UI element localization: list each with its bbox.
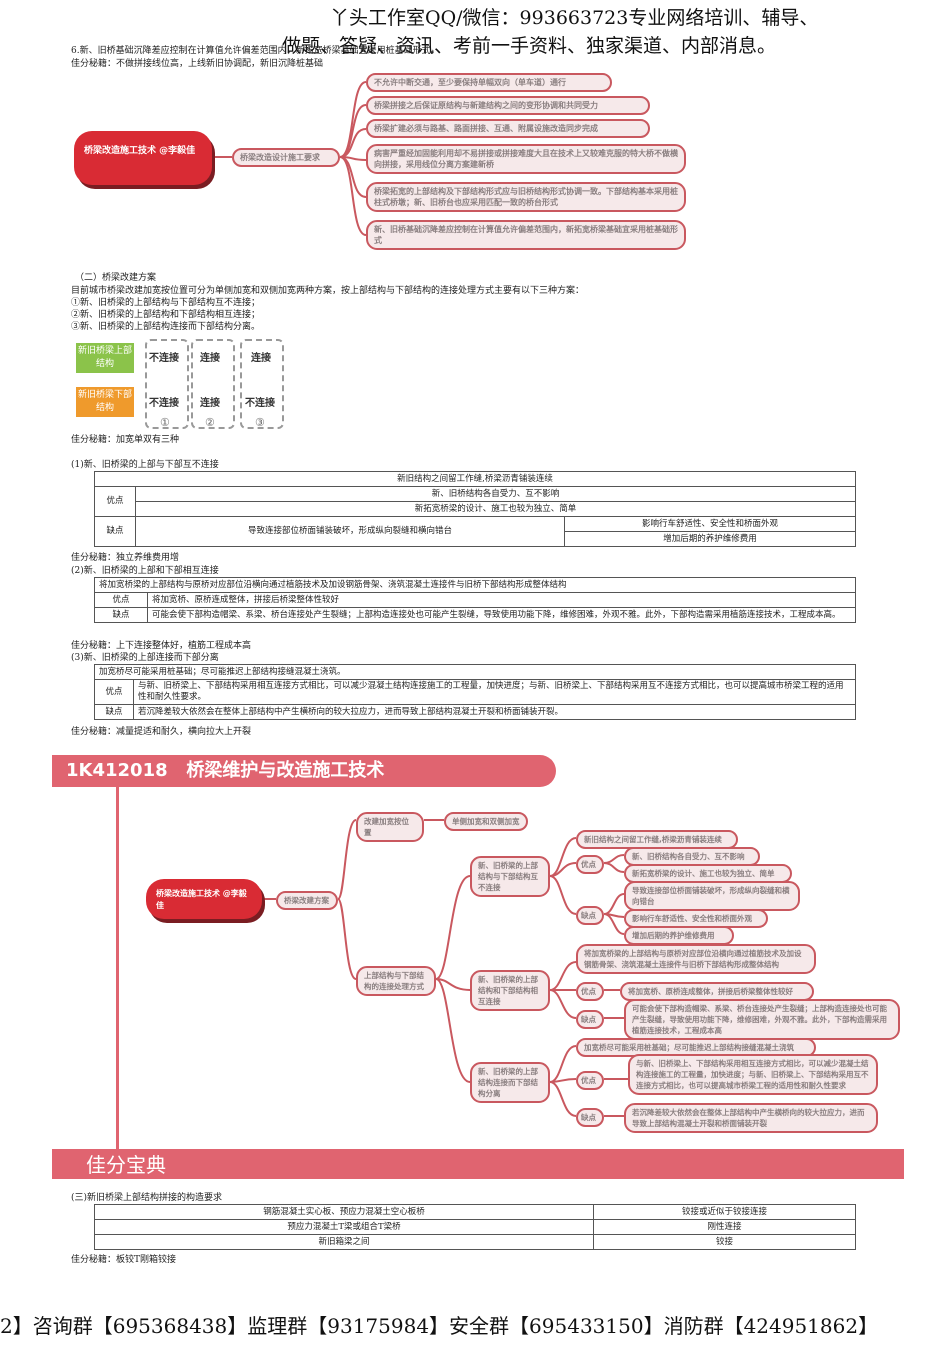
plan-1-tip: 佳分秘籍：独立养维费用增 [71, 553, 180, 563]
mindmap-2-opt2-dis1: 可能会使下部构造帽梁、系梁、桥台连接处产生裂缝；上部构造连接处也可能产生裂缝，导… [624, 999, 900, 1040]
scheme-box-top: 连接 [251, 353, 271, 364]
mindmap-2-opt2: 新、旧桥梁的上部结构和下部结构相互连接 [470, 970, 550, 1011]
mindmap-1-branch: 桥梁改造设计施工要求 [232, 148, 340, 167]
mindmap-2-opt3-dis1: 若沉降差较大依然会在整体上部结构中产生横桥向的较大拉应力，进而导致上部结构混凝土… [624, 1103, 878, 1133]
plan-2-title: (2)新、旧桥梁的上部和下部相互连接 [71, 566, 219, 576]
mindmap-2-opt3-adv: 优点 [576, 1071, 604, 1090]
section-2-title: （二）桥梁改建方案 [75, 273, 157, 283]
mindmap-1-leaf: 不允许中断交通，至少要保持单幅双向（单车道）通行 [366, 73, 612, 92]
mindmap-2-footer-label: 佳分宝典 [86, 1153, 166, 1177]
mindmap-1-leaf: 桥梁拓宽的上部结构及下部结构形式应与旧桥结构形式协调一致。下部结构基本采用桩柱式… [366, 182, 686, 212]
mindmap-2-opt2-adv: 优点 [576, 982, 604, 1001]
tag-upper-structure: 新旧桥梁上部结构 [76, 343, 134, 373]
plan-2-dis: 可能会使下部构造帽梁、系梁、桥台连接处产生裂缝；上部构造连接处也可能产生裂缝，导… [147, 607, 856, 623]
mindmap-1-leaf: 病害严重经加固能利用却不易拼接或拼接难度大且在技术上又较难克服的特大桥不做横向拼… [366, 144, 686, 174]
section-3-cell: 铰接或近似于铰接连接 [593, 1204, 856, 1220]
plan-2-tip: 佳分秘籍：上下连接整体好，植筋工程成本高 [71, 641, 252, 651]
mindmap-2-banner: 1K412018 桥梁维护与改造施工技术 [66, 760, 385, 781]
mindmap-1-leaf: 桥梁扩建必须与路基、路面拼接、互通、附属设施改造同步完成 [366, 119, 650, 138]
scheme-box [191, 339, 235, 429]
mindmap-1-leaf: 桥梁拼接之后保证原结构与新建结构之间的变形协调和共同受力 [366, 96, 650, 115]
tag-lower-structure: 新旧桥梁下部结构 [76, 387, 134, 417]
mindmap-2-opt1: 新、旧桥梁的上部结构与下部结构互不连接 [470, 856, 550, 897]
mindmap-1-leaf: 新、旧桥基础沉降差应控制在计算值允许偏差范围内，新拓宽桥梁基础宜采用桩基础形式 [366, 220, 686, 250]
intro-tip: 佳分秘籍：不做拼接线位高，上线新旧协调配，新旧沉降桩基础 [71, 59, 324, 69]
mindmap-2-root: 桥梁改造施工技术 @李毅佳 [146, 879, 262, 919]
plan-3-table: 加宽桥尽可能采用桩基础；尽可能推迟上部结构接缝混凝土浇筑。 优点 与新、旧桥梁上… [94, 664, 856, 720]
mindmap-2-spine [116, 787, 119, 1149]
plan-1-table: 新旧结构之间留工作缝,桥梁沥青铺装连续 优点 新、旧桥结构各自受力、互不影响 新… [94, 471, 856, 547]
scheme-box-bottom: 不连接 [245, 398, 275, 409]
scheme-box-bottom: 连接 [200, 398, 220, 409]
section-3-title: (三)新旧桥梁上部结构拼接的构造要求 [71, 1193, 223, 1203]
plan-3-dis: 若沉降差较大依然会在整体上部结构中产生横桥向的较大拉应力，进而导致上部结构混凝土… [133, 704, 856, 720]
scheme-number: ① [160, 416, 170, 429]
scheme-box-top: 连接 [200, 353, 220, 364]
section-2-p3: ②新、旧桥梁的上部结构和下部结构相互连接； [71, 310, 261, 320]
plan-3-adv: 与新、旧桥梁上、下部结构采用相互连接方式相比，可以减少混凝土结构连接施工的工程量… [133, 679, 856, 705]
scheme-box-top: 不连接 [149, 353, 179, 364]
mindmap-2-sub-b: 上部结构与下部结构的连接处理方式 [356, 966, 436, 996]
plan-2-table: 将加宽桥梁的上部结构与原桥对应部位沿横向通过植筋技术及加设钢筋骨架、浇筑混凝土连… [94, 577, 856, 623]
mindmap-2-footer-band [52, 1149, 904, 1179]
plan-1-dis-main: 导致连接部位桥面铺装破坏，形成纵向裂缝和横向错台 [135, 516, 565, 547]
plan-1-dis2: 增加后期的养护维修费用 [564, 531, 856, 547]
plan-3-tip: 佳分秘籍：减量提适和耐久，横向拉大上开裂 [71, 727, 252, 737]
scheme-number: ③ [255, 416, 265, 429]
mindmap-2-opt1-dis3: 增加后期的养护维修费用 [624, 926, 734, 945]
mindmap-1-lines [212, 81, 367, 236]
scheme-box [145, 339, 189, 429]
mindmap-2-opt2-dis: 缺点 [576, 1010, 604, 1029]
section-3-table: 钢筋混凝土实心板、预应力混凝土空心板桥铰接或近似于铰接连接 预应力混凝土T梁或组… [94, 1204, 856, 1250]
mindmap-2-opt1-adv: 优点 [576, 855, 604, 874]
scheme-number: ② [205, 416, 215, 429]
mindmap-2-opt3: 新、旧桥梁的上部结构连接而下部结构分离 [470, 1062, 550, 1103]
header-line-1: 丫头工作室QQ/微信：993663723专业网络培训、辅导、 [330, 7, 819, 29]
intro-item-6: 6.新、旧桥基础沉降差应控制在计算值允许偏差范围内，新拓宽桥梁基础宜采用桩基础形… [71, 46, 440, 56]
mindmap-2-opt1-dis1: 导致连接部位桥面铺装破坏，形成纵向裂缝和横向错台 [624, 881, 800, 911]
section-3-cell: 铰接 [593, 1234, 856, 1250]
mindmap-2-opt3-adv1: 与新、旧桥梁上、下部结构采用相互连接方式相比，可以减少混凝土结构连接施工的工程量… [628, 1054, 878, 1095]
mindmap-2-sub-a-leaf: 单侧加宽和双侧加宽 [444, 812, 528, 831]
header-line-2: 做题、答疑、资讯、考前一手资料、独家渠道、内部消息。 [282, 35, 777, 57]
mindmap-2-opt2-row0: 将加宽桥梁的上部结构与原桥对应部位沿横向通过植筋技术及加设钢筋骨架、浇筑混凝土连… [576, 944, 816, 974]
section-2-p1: 目前城市桥梁改建加宽按位置可分为单侧加宽和双侧加宽两种方案，按上部结构与下部结构… [71, 286, 585, 296]
section-2-tip: 佳分秘籍：加宽单双有三种 [71, 435, 180, 445]
mindmap-2-banner-bg [52, 755, 556, 787]
section-3-tip: 佳分秘籍：板铰T刚箱铰接 [71, 1255, 177, 1265]
scheme-box-bottom: 不连接 [149, 398, 179, 409]
section-3-cell: 钢筋混凝土实心板、预应力混凝土空心板桥 [94, 1204, 594, 1220]
mindmap-2-opt3-dis: 缺点 [576, 1108, 604, 1127]
mindmap-2-opt1-dis: 缺点 [576, 906, 604, 925]
mindmap-2-branch: 桥梁改建方案 [276, 891, 338, 910]
scheme-box [240, 339, 284, 429]
section-3-cell: 刚性连接 [593, 1219, 856, 1235]
section-3-cell: 新旧箱梁之间 [94, 1234, 594, 1250]
section-2-p2: ①新、旧桥梁的上部结构与下部结构互不连接； [71, 298, 261, 308]
plan-1-title: (1)新、旧桥梁的上部与下部互不连接 [71, 460, 219, 470]
section-2-p4: ③新、旧桥梁的上部结构连接而下部结构分离。 [71, 322, 261, 332]
mindmap-1-root: 桥梁改造施工技术 @李毅佳 [74, 131, 212, 185]
mindmap-2-sub-a: 改建加宽按位置 [356, 812, 424, 842]
plan-3-title: (3)新、旧桥梁的上部连接而下部分离 [71, 653, 219, 663]
section-3-cell: 预应力混凝土T梁或组合T梁桥 [94, 1219, 594, 1235]
footer-groups: 2】咨询群【695368438】监理群【93175984】安全群【6954331… [0, 1314, 879, 1338]
